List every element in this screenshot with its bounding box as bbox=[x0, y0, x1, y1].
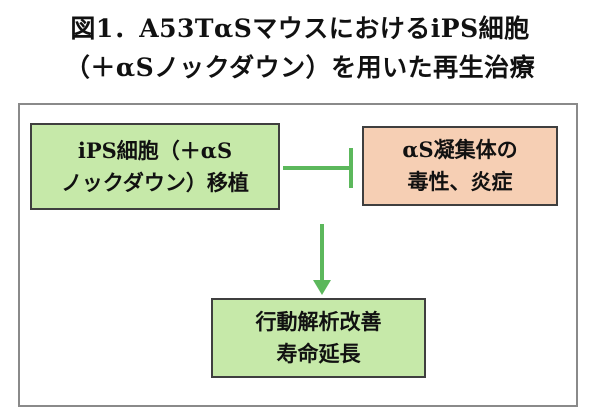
ips-transplant-text-line-2: ノックダウン）移植 bbox=[61, 169, 249, 195]
figure-title-line-2: （＋αSノックダウン）を用いた再生治療 bbox=[64, 53, 536, 82]
behavior-improvement-box: 行動解析改善 寿命延長 bbox=[211, 298, 426, 378]
alpha-synuclein-text-line-1: αS凝集体の bbox=[402, 137, 518, 162]
ips-transplant-text-line-1: iPS細胞（＋αS bbox=[77, 137, 233, 163]
figure-title-line-1: 図1．A53TαSマウスにおけるiPS細胞 bbox=[70, 14, 530, 43]
behavior-improvement-text-line-1: 行動解析改善 bbox=[255, 309, 382, 334]
alpha-synuclein-toxicity-box: αS凝集体の 毒性、炎症 bbox=[362, 126, 558, 206]
alpha-synuclein-text-line-2: 毒性、炎症 bbox=[407, 169, 513, 194]
behavior-improvement-text-line-2: 寿命延長 bbox=[276, 341, 361, 366]
ips-transplant-box: iPS細胞（＋αS ノックダウン）移植 bbox=[30, 123, 280, 210]
